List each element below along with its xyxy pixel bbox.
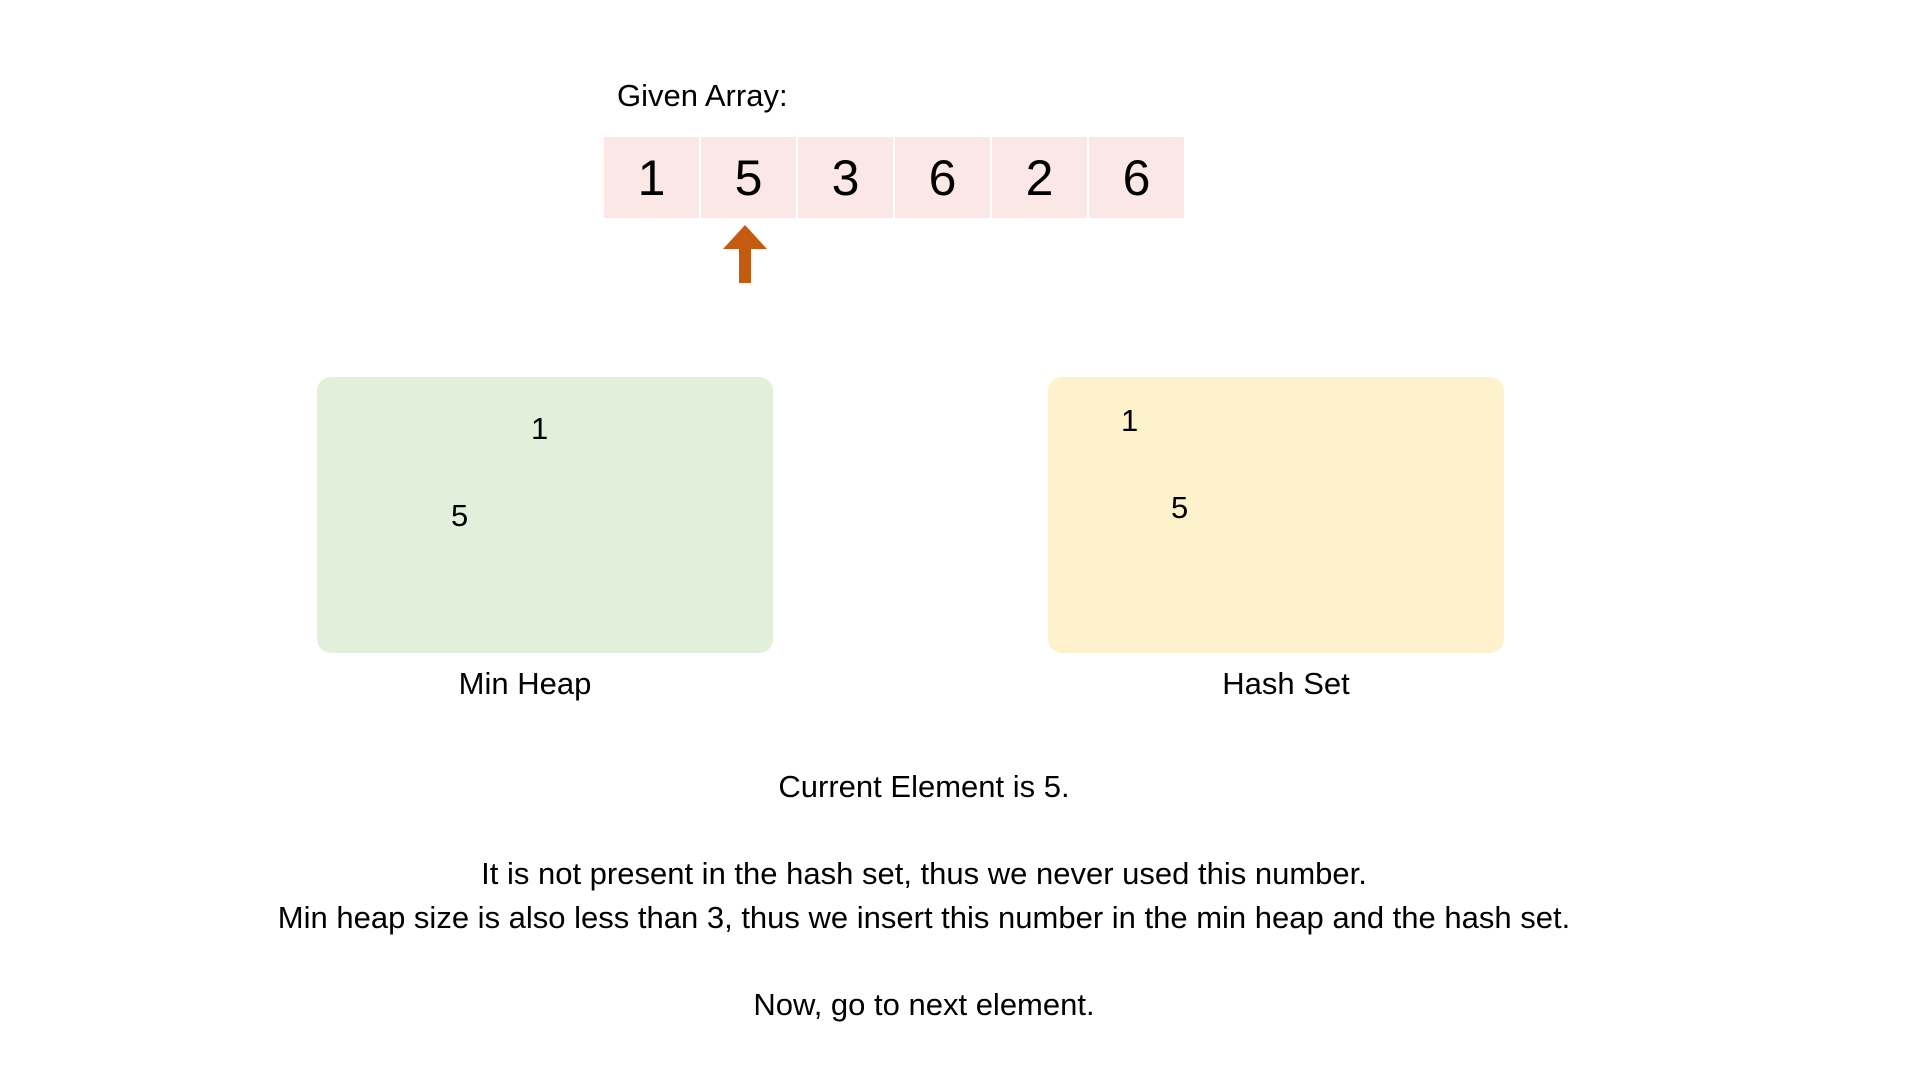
array-cell: 5 [701, 137, 796, 218]
next-step-text: Now, go to next element. [753, 987, 1095, 1022]
set-item: 5 [1171, 490, 1189, 525]
heap-item: 1 [531, 411, 549, 446]
array-cell: 1 [604, 137, 699, 218]
hash-set-box: 1 5 [1048, 377, 1504, 653]
min-heap-caption: Min Heap [458, 666, 592, 701]
array-cell: 2 [992, 137, 1087, 218]
array-label: Given Array: [617, 78, 788, 113]
array-cell: 6 [895, 137, 990, 218]
arrow-up-icon [723, 225, 767, 283]
explanation-line-2: Min heap size is also less than 3, thus … [277, 900, 1571, 935]
array-cell: 6 [1089, 137, 1184, 218]
heap-item: 5 [451, 498, 469, 533]
array-cell: 3 [798, 137, 893, 218]
hash-set-caption: Hash Set [1222, 666, 1350, 701]
min-heap-box: 1 5 [317, 377, 773, 653]
explanation-line-1: It is not present in the hash set, thus … [481, 856, 1367, 891]
current-element-text: Current Element is 5. [778, 769, 1070, 804]
array-row: 1 5 3 6 2 6 [604, 137, 1184, 218]
set-item: 1 [1121, 403, 1139, 438]
